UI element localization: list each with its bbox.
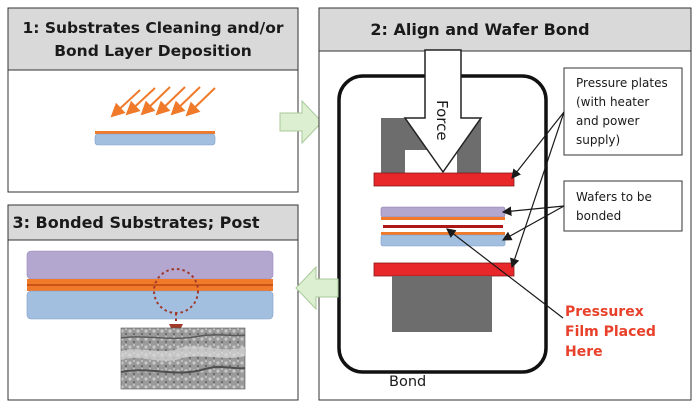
panel-1-header (7, 7, 299, 71)
panel-1-title-line2: Bond Layer Deposition (54, 42, 252, 60)
substrate (94, 133, 216, 146)
callout-pressure-plates-line2: (with heater (576, 95, 649, 109)
callout-wafers (563, 180, 683, 232)
wafer-stack (380, 206, 506, 247)
panel-2-title: 2: Align and Wafer Bond (370, 20, 589, 39)
panel-2-header (318, 7, 692, 52)
panel-1: 1: Substrates Cleaning and/or Bond Layer… (7, 7, 299, 193)
pressurex-label-line2: Film Placed (565, 324, 656, 340)
panel-3-header (7, 204, 299, 241)
top-pressure-plate (373, 172, 515, 187)
deposition-arrows (110, 86, 216, 118)
leader-lines (446, 111, 565, 319)
panel-2: 2: Align and Wafer Bond Force Bond Press… (318, 7, 692, 401)
callout-wafers-line1: Wafers to be (576, 190, 652, 204)
panel-3: 3: Bonded Substrates; Post (7, 204, 299, 401)
panel-1-title-line1: 1: Substrates Cleaning and/or (22, 19, 283, 37)
pressurex-label-line1: Pressurex (565, 304, 644, 320)
bond-layer (95, 131, 215, 134)
callout-pressure-plates-line3: and power (576, 114, 640, 128)
flow-arrow-right (279, 99, 323, 145)
sem-micrograph (120, 327, 246, 390)
force-label: Force (433, 100, 451, 141)
callout-wafers-line2: bonded (576, 209, 621, 223)
bonded-stack (26, 250, 274, 320)
callout-pressure-plates-line1: Pressure plates (576, 76, 668, 90)
flow-arrow-left (295, 265, 339, 311)
force-arrow (403, 49, 483, 174)
panel-3-title: 3: Bonded Substrates; Post (12, 213, 259, 232)
pressurex-label-line3: Here (565, 344, 603, 360)
bond-label: Bond (389, 374, 426, 390)
lower-chuck (392, 276, 492, 332)
callout-pressure-plates (563, 67, 683, 156)
callout-pressure-plates-line4: supply) (576, 133, 620, 147)
